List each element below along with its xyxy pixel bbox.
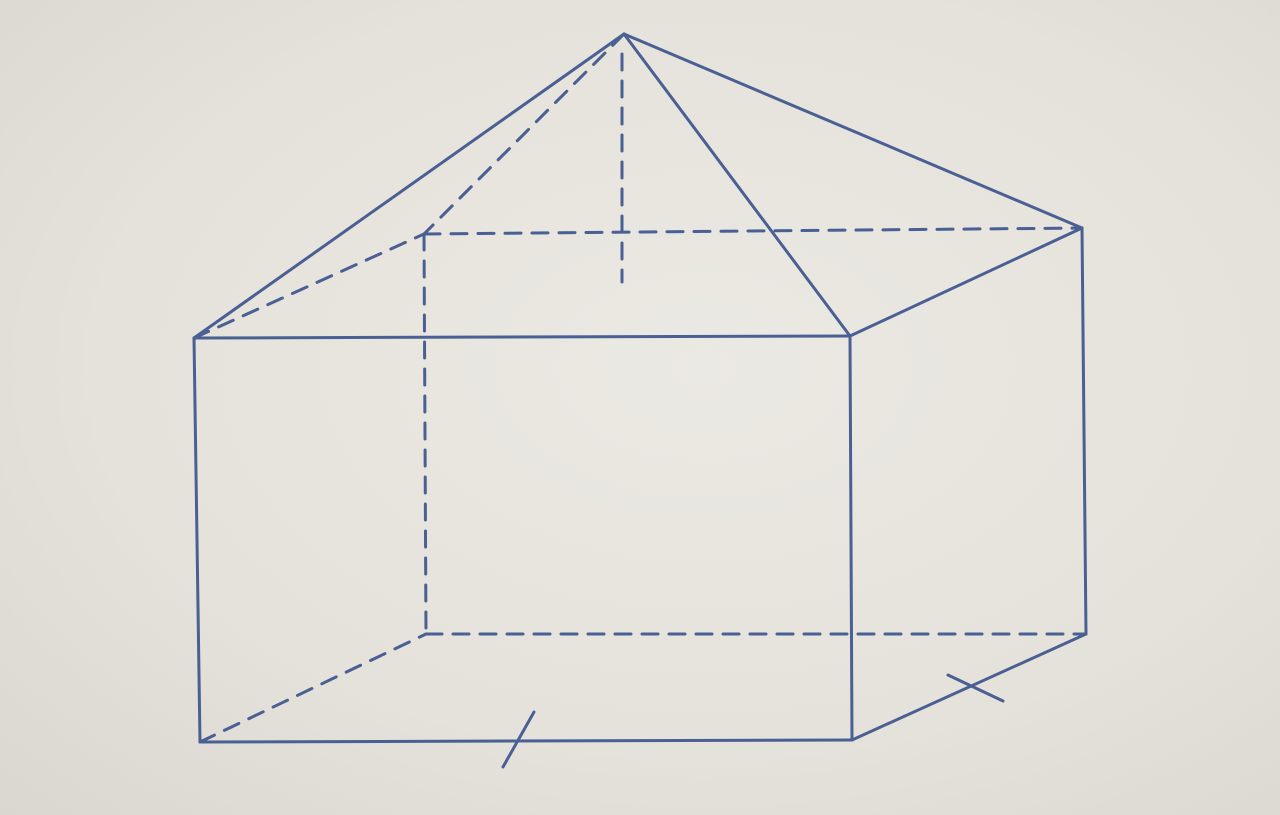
edge-roof-front	[192, 334, 852, 340]
edge-back-right-vertical	[1080, 226, 1088, 636]
edge-back-left-vertical	[422, 232, 428, 636]
edge-front-right-vertical	[848, 334, 854, 742]
edge-roof-right	[848, 226, 1084, 338]
edge-apex-to-back-right	[622, 32, 1084, 230]
tick-mark-front-base	[501, 710, 536, 769]
edge-base-right	[850, 632, 1088, 742]
edge-base-left	[198, 632, 428, 744]
edge-apex-to-front-right	[622, 32, 852, 338]
edge-roof-back	[422, 226, 1084, 236]
edge-apex-to-back-left	[422, 32, 626, 236]
edges-layer	[192, 32, 1088, 744]
edge-front-left-vertical	[192, 336, 202, 744]
tick-mark-right-base	[946, 673, 1005, 703]
edge-roof-left	[192, 232, 426, 340]
edge-base-front	[198, 738, 854, 744]
markings-layer	[501, 673, 1005, 769]
edge-apex-to-front-left	[192, 32, 626, 340]
